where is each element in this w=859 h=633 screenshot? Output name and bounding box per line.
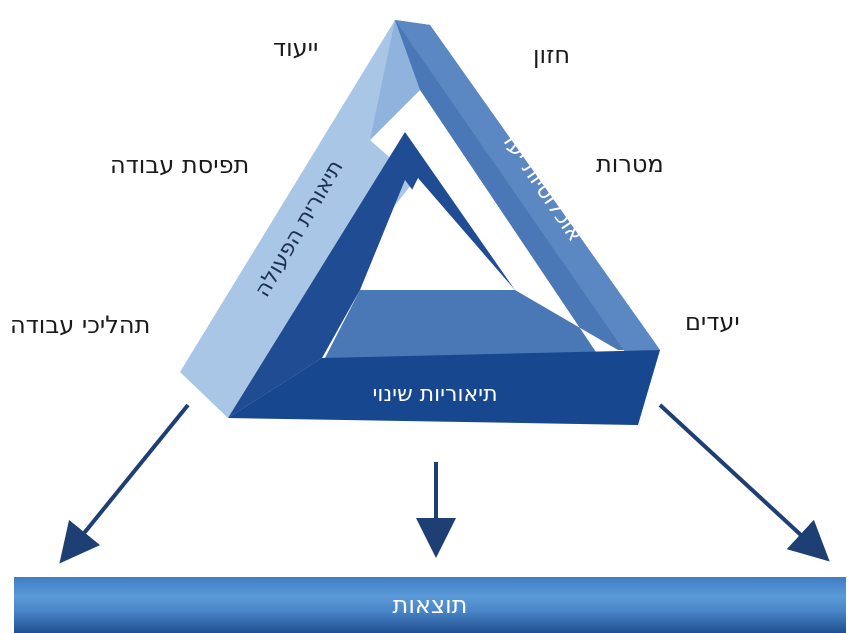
label-objectives: יעדים bbox=[685, 310, 740, 334]
label-work-concept: תפיסת עבודה bbox=[110, 153, 249, 177]
results-label: תוצאות bbox=[393, 591, 468, 619]
penrose-triangle bbox=[180, 20, 660, 425]
label-vision: חזון bbox=[533, 43, 570, 67]
left-arrow bbox=[72, 405, 188, 548]
results-bar: תוצאות bbox=[14, 577, 846, 633]
right-arrow bbox=[660, 405, 815, 548]
label-goals: מטרות bbox=[596, 152, 664, 176]
label-mission: ייעוד bbox=[273, 36, 318, 60]
label-work-processes: תהליכי עבודה bbox=[10, 313, 150, 337]
bottom-band-label: תיאוריות שינוי bbox=[372, 382, 497, 407]
